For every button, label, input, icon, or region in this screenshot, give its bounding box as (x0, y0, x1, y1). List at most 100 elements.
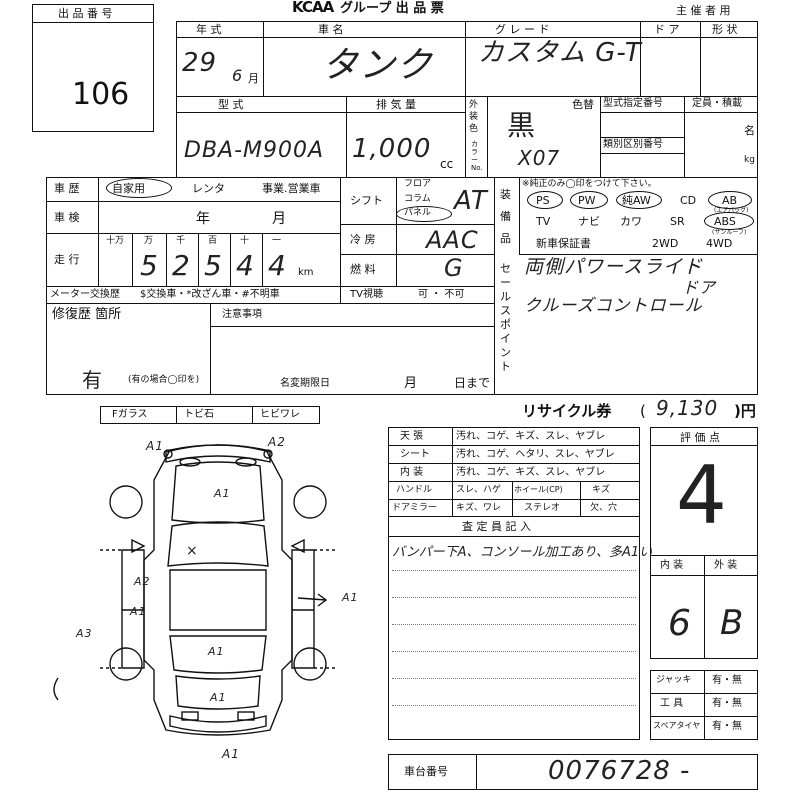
form-title: グループ 出 品 票 (340, 1, 444, 16)
glass-front: Fガラス (112, 409, 148, 420)
equip-4wd: 4WD (706, 237, 733, 250)
equip-2wd: 2WD (652, 237, 679, 250)
stereo-value: 欠、穴 (590, 503, 618, 513)
equip-leather: カワ (620, 215, 642, 228)
equip-pw: PW (578, 194, 596, 207)
ab-ring (708, 191, 752, 209)
aw-ring (616, 191, 662, 209)
interior-label: 内 装 (660, 560, 684, 571)
wheel-label: ホイール(CP) (514, 485, 563, 494)
equip-ps: PS (536, 194, 550, 207)
equip-ab: AB (722, 194, 738, 207)
shift-label: シフト (350, 194, 383, 207)
score-value: 4 (676, 449, 728, 542)
digit-unit: 十 (240, 236, 250, 246)
sr-note: (サンルーフ) (712, 229, 747, 236)
inspection-year-unit: 年 (196, 211, 210, 227)
equipment-label: 装備品 (500, 188, 511, 245)
tool-label: ジャッキ (656, 675, 692, 685)
fuel-label: 燃 料 (350, 263, 376, 276)
damage-mark: A2 (268, 435, 286, 449)
equip-tv: TV (536, 215, 551, 228)
exterior-label: 外装色 (469, 100, 479, 134)
mileage-digit: 4 (236, 249, 255, 282)
organizer-label: 主 催 者 用 (676, 4, 731, 17)
grade-value: カスタム G-T (478, 38, 642, 68)
wheel-value: キズ (592, 485, 611, 495)
tool-value: 有・無 (712, 721, 742, 732)
damage-mark: A1 (214, 487, 231, 500)
recycle-value: 9,130 (656, 396, 719, 420)
condition-label: 天 張 (400, 431, 424, 442)
mileage-label: 走 行 (54, 253, 80, 266)
glass-crack: ヒビワレ (260, 409, 300, 420)
ps-ring (527, 191, 563, 209)
chassis-number: 0076728 - (548, 756, 691, 786)
repair-note: (有の場合◯印を) (128, 375, 200, 385)
inspector-note: バンパー下A、コンソール加工あり、多A1い (392, 545, 653, 560)
door-label: ド ア (654, 23, 680, 36)
history-selected-ring (106, 178, 172, 198)
tv-label: TV視聴 (350, 289, 383, 300)
inspector-box (388, 516, 640, 740)
damage-mark: A1 (222, 747, 240, 761)
mileage-digit: 2 (172, 249, 191, 282)
shift-option-panel: パネル (404, 208, 432, 218)
damage-mark: A1 (208, 645, 225, 658)
notice-label: 注意事項 (222, 309, 262, 320)
condition-options: スレ、ハゲ (456, 485, 502, 495)
selling-points-label: セールスポイント (500, 262, 511, 373)
kg-unit: kg (744, 155, 755, 165)
shift-option-floor: フロア (404, 179, 432, 189)
damage-mark: × (186, 543, 199, 559)
digit-unit: 千 (176, 236, 186, 246)
shift-option-column: コラム (404, 194, 431, 204)
displacement-value: 1,000 (352, 134, 432, 164)
glass-chip: トビ石 (184, 409, 214, 420)
repair-label: 修復歴 箇所 (52, 307, 122, 322)
selling-point-line: ドア (682, 278, 717, 297)
tool-label: 工 具 (660, 698, 684, 709)
meter-options: $交換車・*改ざん車・#不明車 (140, 289, 280, 300)
color-no-label: カラー No. (471, 140, 483, 172)
digit-unit: 一 (272, 236, 282, 246)
condition-options: 汚れ、コゲ、ヘタリ、スレ、ヤブレ (456, 449, 615, 460)
capacity-label: 定員・積載 (692, 98, 742, 109)
category-label: 類別区別番号 (603, 139, 663, 150)
history-option-business: 事業.営業車 (262, 182, 321, 195)
selling-point-line: クルーズコントロール (524, 296, 703, 316)
condition-label: ドアミラー (392, 503, 437, 513)
inspection-month-unit: 月 (272, 211, 286, 227)
month-value: 6 (232, 66, 244, 85)
condition-label: 内 装 (400, 467, 424, 478)
condition-label: ハンドル (396, 485, 433, 495)
lot-box (32, 4, 154, 132)
month-unit: 月 (248, 72, 259, 85)
deadline-day-unit: 日まで (454, 376, 491, 390)
persons-unit: 名 (744, 124, 755, 137)
fuel-value: G (444, 254, 464, 282)
recycle-paren: ( (640, 402, 646, 420)
equip-navi: ナビ (578, 215, 600, 228)
condition-options: 汚れ、コゲ、キズ、スレ、ヤブレ (456, 467, 606, 478)
exterior-score: B (720, 603, 745, 643)
tool-label: スペアタイヤ (653, 721, 701, 730)
condition-options: キズ、ワレ (456, 503, 502, 513)
equip-warranty: 新車保証書 (536, 237, 591, 250)
mileage-digit: 5 (140, 249, 159, 282)
tv-options: 可 ・ 不可 (418, 289, 465, 300)
damage-mark: A2 (134, 575, 151, 588)
condition-label: シート (400, 449, 430, 460)
inspector-label: 査 定 員 記 入 (462, 520, 531, 533)
history-label: 車 歴 (54, 182, 80, 195)
lot-number: 106 (72, 77, 130, 112)
shift-value: AT (454, 186, 488, 216)
displacement-label: 排 気 量 (376, 98, 416, 111)
km-unit: km (298, 267, 314, 278)
history-option-rental: レンタ (192, 182, 225, 195)
chassis-label: 車台番号 (404, 765, 448, 778)
cc-unit: cc (440, 157, 454, 171)
glass-box (100, 406, 320, 424)
equip-abs: ABS (714, 215, 736, 228)
deadline-label: 名変期限日 (280, 378, 330, 389)
